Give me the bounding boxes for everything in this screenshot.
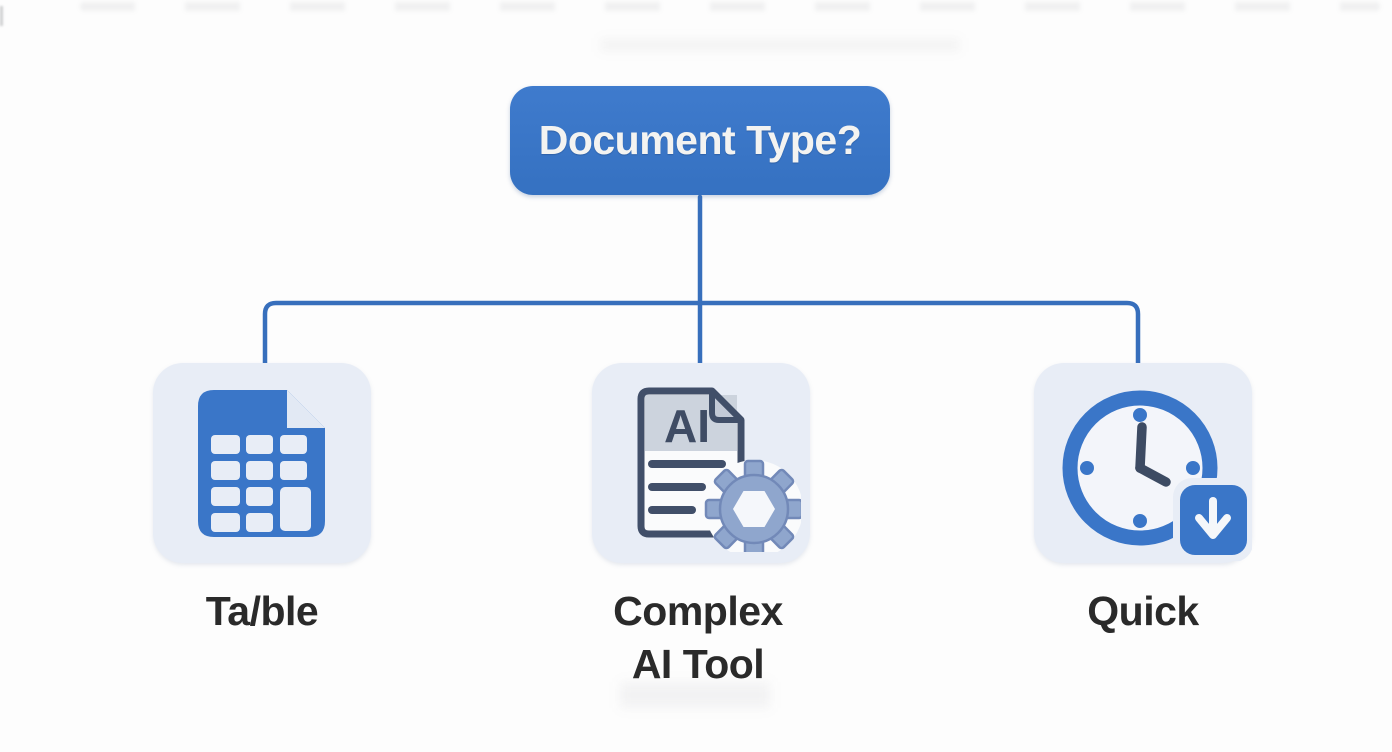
artifact-smudge — [600, 38, 960, 52]
option-card-quick[interactable] — [1034, 363, 1252, 563]
option-card-complex-ai-tool[interactable]: AI — [592, 363, 810, 563]
artifact-smudge — [0, 6, 3, 26]
download-arrow-icon — [1195, 497, 1231, 539]
artifact-smudge-row — [80, 2, 1380, 11]
label-line: Ta/ble — [205, 588, 319, 634]
clock-download-icon — [1062, 390, 1252, 561]
table-document-icon — [198, 390, 325, 537]
ai-badge-text: AI — [664, 400, 710, 452]
gear-icon — [704, 459, 801, 552]
option-card-table[interactable] — [153, 363, 371, 563]
label-line: AI Tool — [631, 641, 765, 687]
option-label-quick: Quick — [993, 585, 1293, 638]
option-label-complex-ai-tool: Complex AI Tool — [548, 585, 848, 691]
ai-document-gear-icon: AI — [637, 387, 801, 552]
decision-node-document-type[interactable]: Document Type? — [510, 86, 890, 195]
artifact-smudge — [620, 682, 770, 708]
option-label-table: Ta/ble — [112, 585, 412, 638]
label-line: Complex — [613, 588, 783, 634]
decision-node-label: Document Type? — [538, 117, 862, 163]
label-line: Quick — [1087, 588, 1199, 634]
